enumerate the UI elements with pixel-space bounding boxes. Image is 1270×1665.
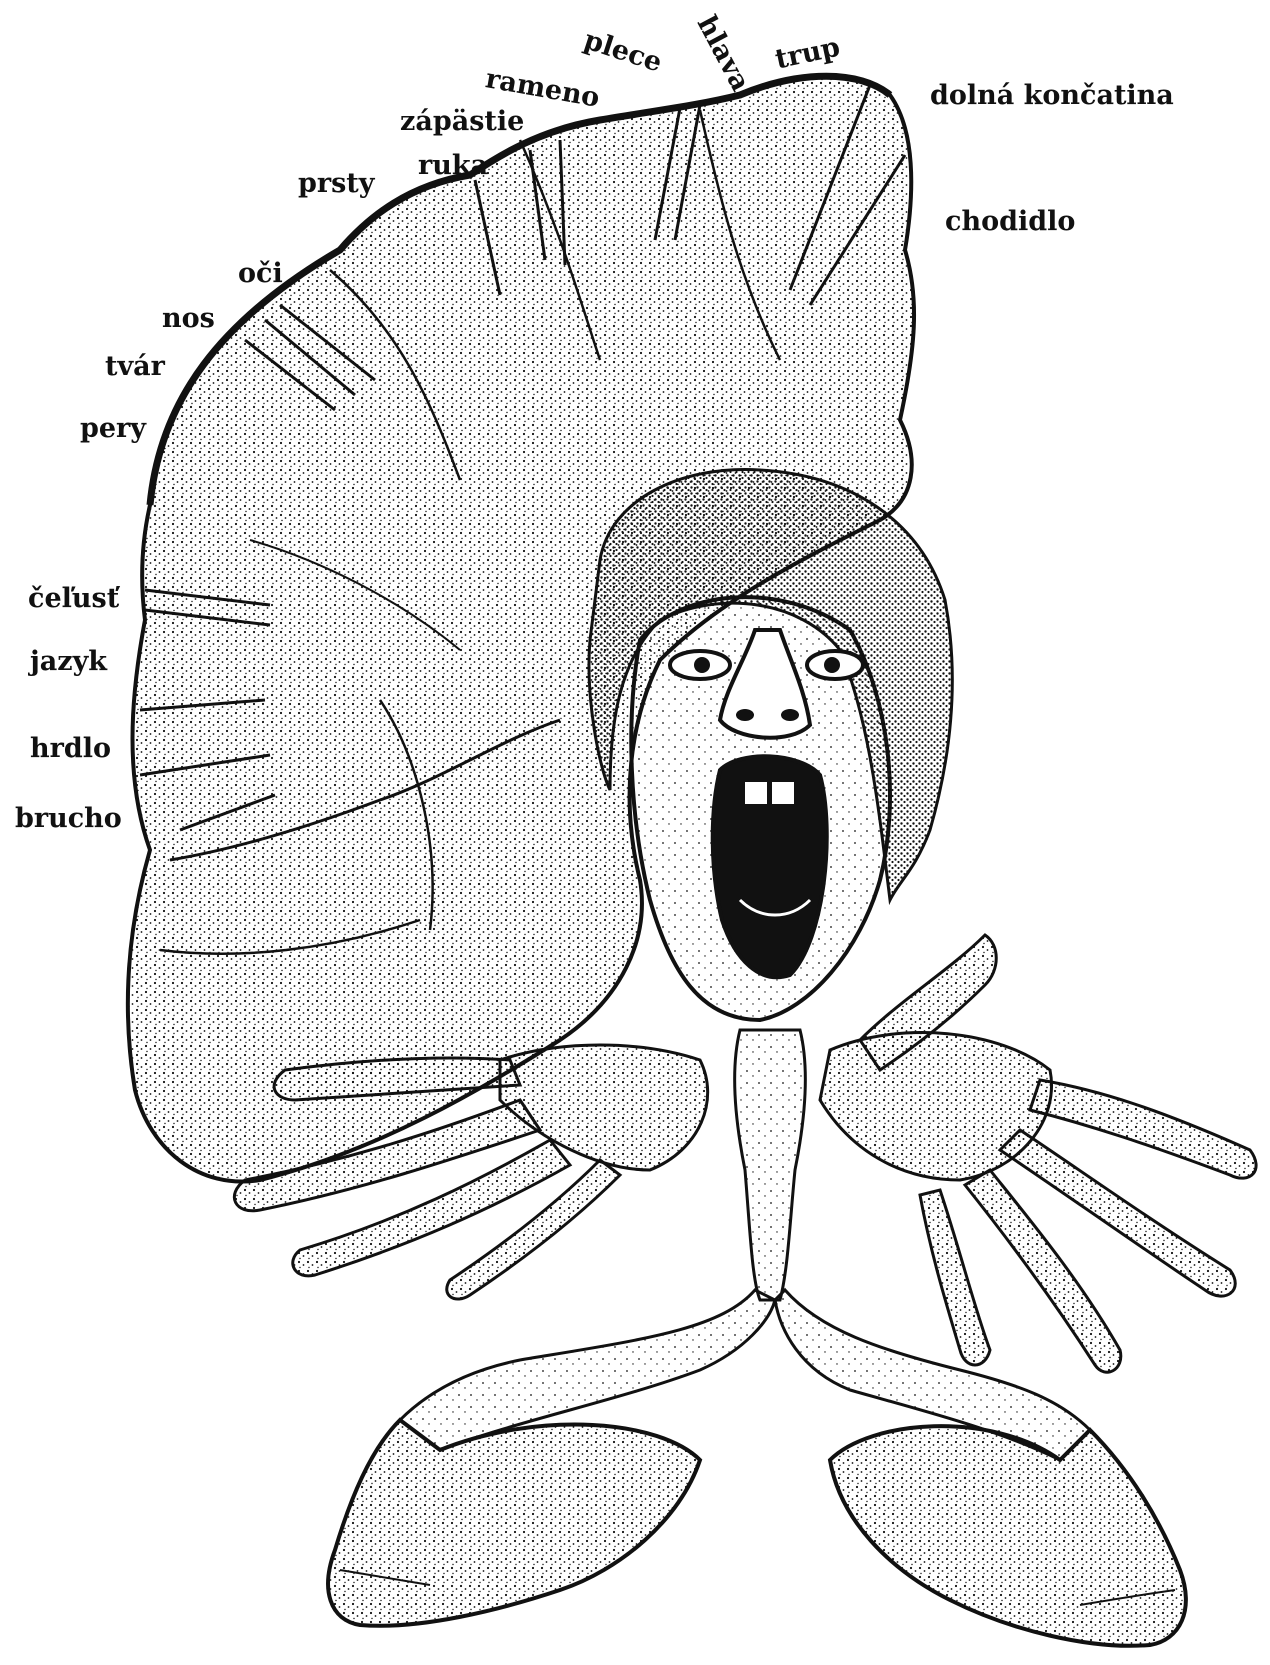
right-foot (830, 1426, 1186, 1646)
label-tvar: tvár (105, 353, 165, 380)
left-foot (328, 1420, 700, 1626)
label-chodidlo: chodidlo (945, 208, 1075, 235)
right-hand (820, 935, 1256, 1372)
label-hrdlo: hrdlo (30, 735, 111, 762)
label-ruka: ruka (418, 152, 488, 179)
label-oci: oči (238, 260, 283, 287)
label-jazyk: jazyk (30, 648, 107, 675)
label-zapastie: zápästie (400, 108, 524, 135)
torso-shape (735, 1030, 806, 1300)
label-pery: pery (80, 415, 146, 442)
left-hand (234, 1045, 707, 1299)
label-nos: nos (162, 305, 215, 332)
label-brucho: brucho (15, 805, 122, 832)
label-celust: čeľusť (28, 585, 119, 612)
label-prsty: prsty (298, 170, 374, 197)
label-dolna-koncatina: dolná končatina (930, 82, 1174, 109)
